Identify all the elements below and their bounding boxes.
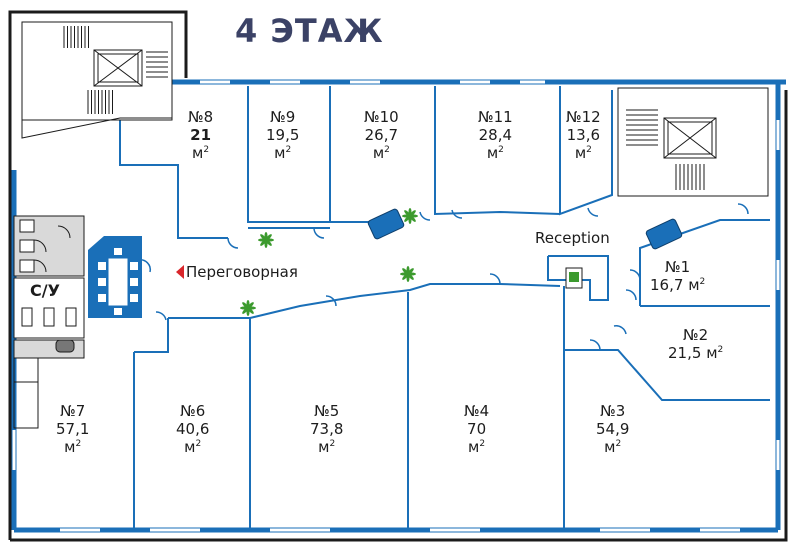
wc-fixtures <box>19 219 77 353</box>
plant-leaf <box>402 268 409 275</box>
office-12-number: №12 <box>566 108 601 126</box>
office-9-label[interactable]: №9 19,5 м2 <box>266 108 299 162</box>
office-11-area: 28,4 <box>478 126 513 144</box>
outer-frame <box>8 10 788 542</box>
stairwell-left <box>21 21 173 139</box>
plant-leaf <box>260 239 267 246</box>
floor-title: 4 ЭТАЖ <box>235 12 384 50</box>
office-9-unit: м2 <box>274 144 292 162</box>
plant-leaf <box>407 273 414 280</box>
meeting-room <box>88 236 142 318</box>
office-4-label[interactable]: №4 70 м2 <box>464 402 489 456</box>
office-11-unit: м2 <box>486 144 504 162</box>
office-10-number: №10 <box>364 108 399 126</box>
meeting-room-marker <box>176 265 184 279</box>
office-5-unit: м2 <box>318 438 336 456</box>
office-4-unit: м2 <box>468 438 486 456</box>
wc-label: С/У <box>30 281 60 300</box>
meeting-room-label: Переговорная <box>186 263 298 281</box>
office-4-number: №4 <box>464 402 490 420</box>
sofa-icons <box>367 208 683 250</box>
office-12-label[interactable]: №12 13,6 м2 <box>566 108 601 162</box>
office-3-unit: м2 <box>604 438 622 456</box>
office-2-area: 21,5 <box>668 344 702 362</box>
wc-doors <box>33 225 71 273</box>
plant-leaf <box>242 307 249 314</box>
office-7-label[interactable]: №7 57,1 м2 <box>56 402 89 456</box>
stair-treads-left <box>63 26 168 114</box>
office-11-number: №11 <box>478 108 513 126</box>
office-3-label[interactable]: №3 54,9 м2 <box>596 402 629 456</box>
office-6-number: №6 <box>180 402 206 420</box>
plant-leaf <box>265 239 272 246</box>
office-12-unit: м2 <box>574 144 592 162</box>
kitchen-corner <box>13 357 39 429</box>
plants <box>240 208 418 316</box>
reception-desk-icon <box>565 267 583 289</box>
office-11-label[interactable]: №11 28,4 м2 <box>478 108 513 162</box>
office-2-number: №2 <box>683 326 709 344</box>
doors-static <box>137 203 749 351</box>
office-4-area: 70 <box>467 420 487 438</box>
office-1-area: 16,7 <box>650 276 684 294</box>
office-6-label[interactable]: №6 40,6 м2 <box>176 402 209 456</box>
plant-leaf <box>242 302 249 309</box>
plant-leaf <box>404 210 411 217</box>
office-3-number: №3 <box>600 402 626 420</box>
office-6-area: 40,6 <box>176 420 210 438</box>
office-2-label[interactable]: №2 21,5 м2 <box>668 326 723 362</box>
office-9-area: 19,5 <box>266 126 300 144</box>
office-10-unit: м2 <box>372 144 390 162</box>
plant-leaf <box>402 273 409 280</box>
office-7-unit: м2 <box>64 438 82 456</box>
office-2-unit: м2 <box>706 344 724 362</box>
office-12-area: 13,6 <box>566 126 601 144</box>
plant-leaf <box>409 215 416 222</box>
office-7-number: №7 <box>60 402 86 420</box>
plant-leaf <box>247 307 254 314</box>
plant-leaf <box>409 210 416 217</box>
plant-leaf <box>407 268 414 275</box>
office-1-label[interactable]: №1 16,7 м2 <box>650 258 705 294</box>
office-10-area: 26,7 <box>364 126 399 144</box>
office-5-area: 73,8 <box>310 420 344 438</box>
plant-leaf <box>404 215 411 222</box>
office-3-area: 54,9 <box>596 420 630 438</box>
plant-leaf <box>265 234 272 241</box>
office-1-unit: м2 <box>688 276 706 294</box>
office-8-label[interactable]: №8 21 м2 <box>188 108 213 162</box>
office-5-number: №5 <box>314 402 340 420</box>
office-8-number: №8 <box>188 108 214 126</box>
office-10-label[interactable]: №10 26,7 м2 <box>364 108 399 162</box>
office-6-unit: м2 <box>184 438 202 456</box>
windows <box>12 80 780 532</box>
office-9-number: №9 <box>270 108 296 126</box>
stair-treads-right <box>626 109 705 190</box>
plant-leaf <box>260 234 267 241</box>
office-8-area: 21 <box>190 126 212 144</box>
office-8-unit: м2 <box>192 144 210 162</box>
stairwell-right <box>617 87 769 197</box>
plant-leaf <box>247 302 254 309</box>
office-1-number: №1 <box>665 258 691 276</box>
office-5-label[interactable]: №5 73,8 м2 <box>310 402 343 456</box>
reception-label: Reception <box>535 229 610 247</box>
office-7-area: 57,1 <box>56 420 90 438</box>
